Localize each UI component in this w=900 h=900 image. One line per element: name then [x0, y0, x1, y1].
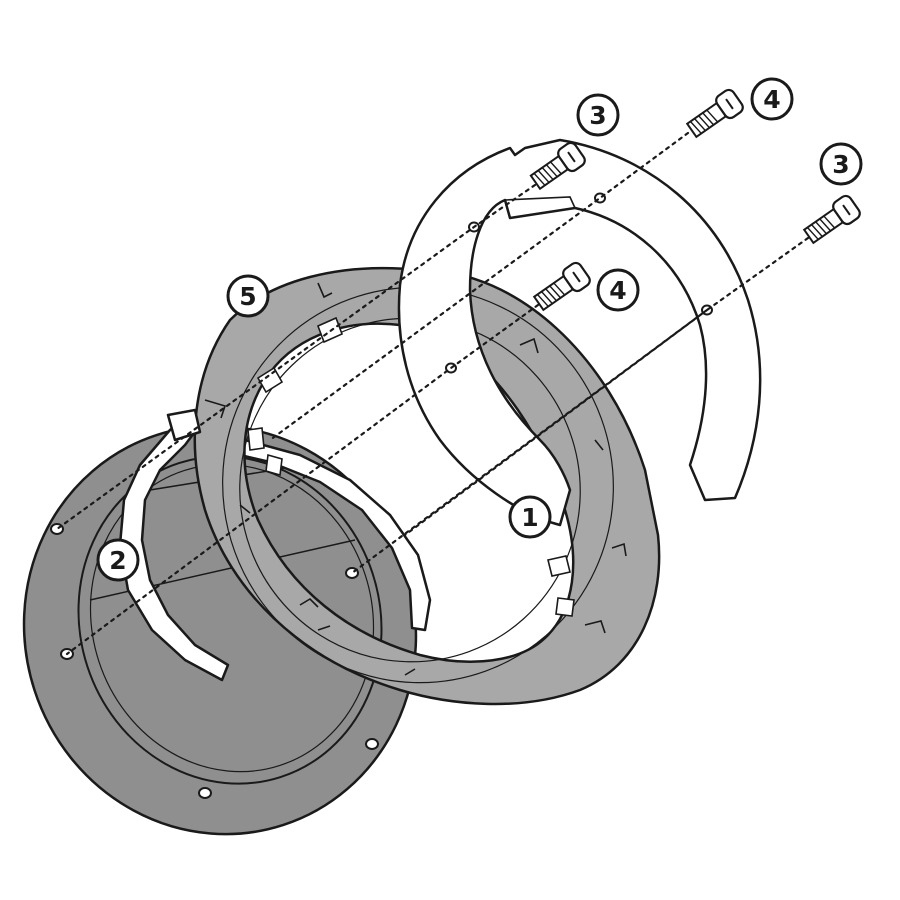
mounting-ring-inner-bevel	[239, 317, 581, 663]
callout-4a: 4	[750, 77, 794, 121]
mounting-ring-body	[193, 266, 661, 706]
ring-rib	[611, 542, 627, 557]
callout-5: 5	[226, 274, 270, 318]
flange-plate-body	[397, 138, 762, 527]
base-plate-holes	[50, 523, 379, 799]
screw-threads	[533, 161, 562, 186]
callout-3a-label: 3	[589, 101, 606, 130]
base-plate-inner-rim	[77, 455, 383, 785]
ring-rib	[239, 504, 251, 514]
assembly-line-3a	[55, 183, 537, 531]
callout-3a: 3	[576, 93, 620, 137]
callout-5-label: 5	[239, 282, 256, 311]
screw-4a	[685, 88, 744, 139]
screw-threads	[806, 215, 836, 240]
screw-threads	[689, 109, 719, 134]
mounting-ring	[166, 266, 661, 706]
ring-notch	[547, 555, 571, 577]
assembly-line-ring	[403, 308, 709, 537]
ring-rib	[594, 439, 604, 451]
ring-ribs	[204, 282, 627, 676]
ring-notches	[247, 316, 575, 617]
callout-2-label: 2	[109, 546, 126, 575]
mounting-ring-bevel	[222, 286, 614, 684]
callout-4b: 4	[596, 268, 640, 312]
ring-rib	[299, 597, 319, 608]
flange-slot	[504, 196, 576, 209]
ring-notch	[247, 427, 265, 451]
callout-3b-label: 3	[832, 150, 849, 179]
ring-notch	[256, 366, 284, 394]
base-plate-inner-line	[89, 463, 375, 773]
screw-3b	[802, 194, 861, 245]
assembly-line-4b	[65, 303, 540, 656]
base-hole	[365, 738, 379, 750]
ring-rib	[404, 668, 416, 676]
callout-4b-label: 4	[609, 276, 626, 305]
callout-1: 1	[508, 495, 552, 539]
ring-tab	[166, 408, 202, 442]
retaining-arc-right	[238, 438, 432, 632]
screw-3a	[529, 141, 586, 191]
ring-rib	[519, 337, 539, 354]
base-hole	[198, 787, 212, 799]
screw-4b	[532, 261, 591, 312]
callout-2: 2	[96, 538, 140, 582]
callout-3b: 3	[819, 142, 863, 186]
ring-rib	[317, 625, 331, 631]
callout-4a-label: 4	[763, 85, 780, 114]
ring-notch	[265, 453, 283, 477]
ring-rib	[204, 399, 227, 419]
ring-rib	[584, 620, 606, 634]
callout-1-label: 1	[521, 503, 538, 532]
flange-plate	[397, 138, 762, 527]
assembly-lines	[55, 131, 810, 656]
screw-threads	[536, 282, 566, 307]
ring-notch	[555, 597, 575, 617]
ring-rib	[317, 282, 333, 299]
